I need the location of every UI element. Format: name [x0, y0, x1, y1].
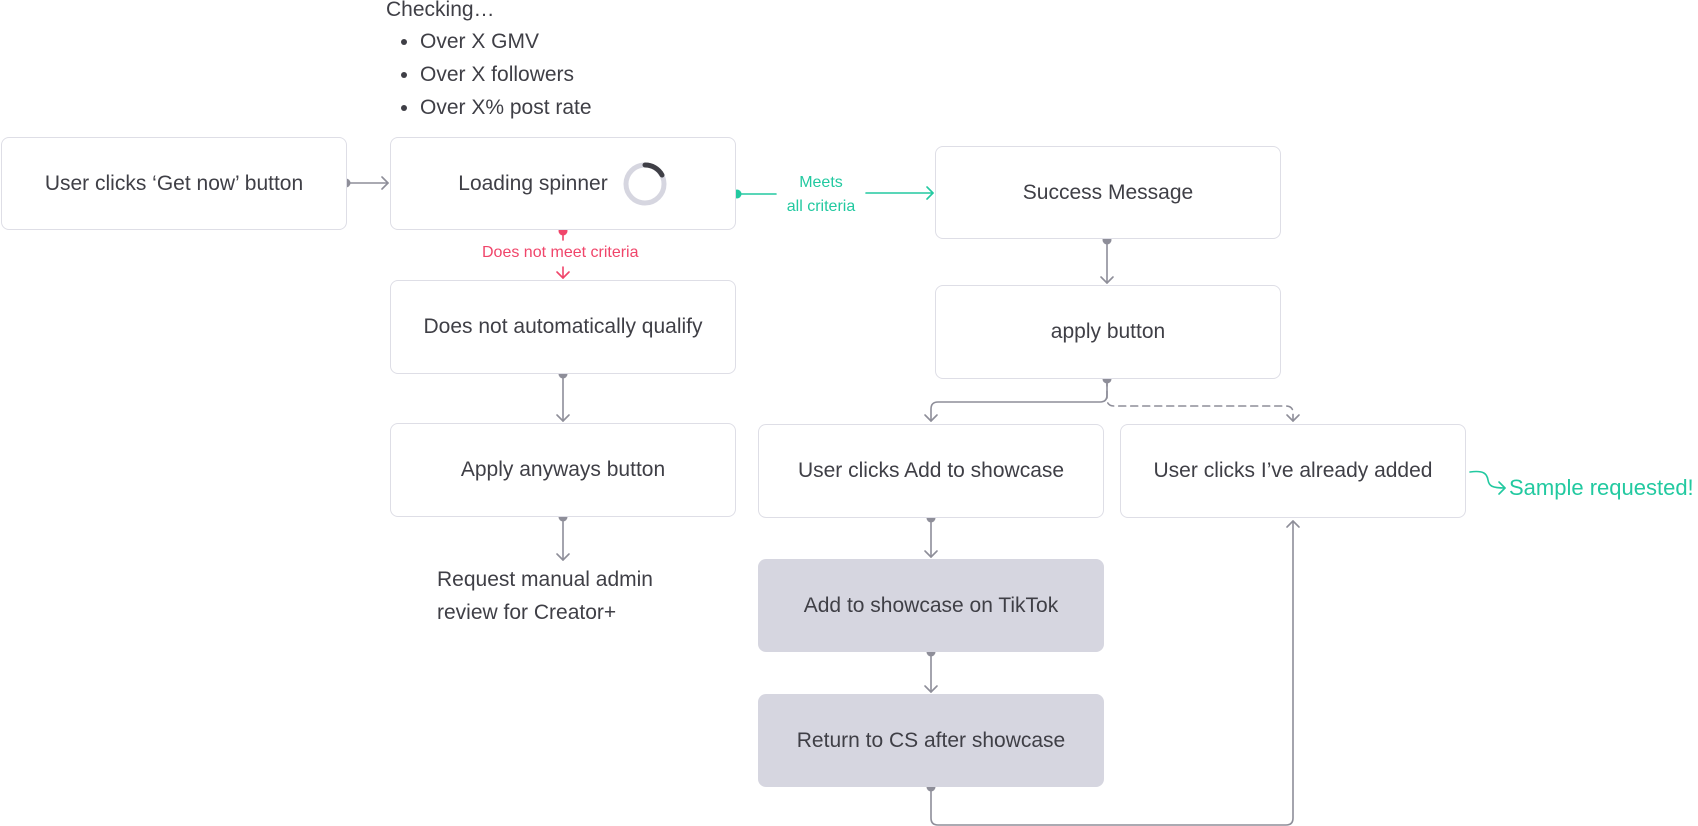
node-label: User clicks Add to showcase	[797, 459, 1065, 482]
node-success-message[interactable]: Success Message	[935, 146, 1281, 239]
checking-title: Checking…	[386, 0, 495, 21]
node-get-now[interactable]: User clicks ‘Get now’ button	[1, 137, 347, 230]
node-add-to-showcase[interactable]: User clicks Add to showcase	[758, 424, 1104, 518]
node-label: Loading spinner	[458, 171, 608, 195]
node-apply-button[interactable]: apply button	[935, 285, 1281, 379]
manual-review-note: Request manual admin review for Creator+	[437, 563, 653, 629]
node-apply-anyways[interactable]: Apply anyways button	[390, 423, 736, 517]
manual-review-line: Request manual admin	[437, 568, 653, 591]
connector-getnow-to-loading	[345, 176, 389, 190]
connector-add-showcase-to-tiktok	[924, 517, 938, 558]
node-add-showcase-tiktok[interactable]: Add to showcase on TikTok	[758, 559, 1104, 652]
connector-sample-requested	[1469, 470, 1506, 495]
node-label: Success Message	[1022, 180, 1194, 204]
connector-return-cs-to-already-added	[930, 520, 1300, 826]
edge-label-meets-line: all criteria	[786, 198, 856, 215]
edge-label-sample-requested: Sample requested!	[1509, 475, 1694, 500]
node-return-to-cs[interactable]: Return to CS after showcase	[758, 694, 1104, 787]
edge-label-meets: Meets all criteria	[778, 171, 864, 219]
node-label: Apply anyways button	[460, 458, 666, 481]
edge-label-fail: Does not meet criteria	[482, 244, 639, 261]
node-loading[interactable]: Loading spinner	[390, 137, 736, 230]
criteria-item: Over X% post rate	[420, 94, 592, 127]
node-label: Does not automatically qualify	[423, 315, 703, 338]
connector-meets	[736, 186, 934, 200]
connector-success-to-apply	[1100, 239, 1114, 284]
edge-label-meets-line: Meets	[799, 174, 843, 191]
node-label: Add to showcase on TikTok	[803, 593, 1059, 617]
criteria-item: Over X GMV	[420, 28, 592, 61]
connector-apply-to-add-showcase	[924, 378, 1108, 422]
node-label: User clicks I’ve already added	[1153, 459, 1433, 482]
checking-criteria-list: Over X GMV Over X followers Over X% post…	[386, 28, 592, 127]
node-label: apply button	[1050, 320, 1166, 343]
connector-notqualify-to-applyanyways	[556, 373, 570, 422]
connector-applyanyways-to-manual-review	[556, 516, 570, 561]
connector-tiktok-to-return-cs	[924, 651, 938, 693]
node-label: Return to CS after showcase	[796, 728, 1066, 752]
node-label: User clicks ‘Get now’ button	[44, 171, 304, 195]
connector-apply-to-already-added	[1106, 378, 1300, 422]
node-already-added[interactable]: User clicks I’ve already added	[1120, 424, 1466, 518]
manual-review-line: review for Creator+	[437, 601, 617, 624]
loading-spinner-icon	[623, 161, 667, 205]
node-not-qualify[interactable]: Does not automatically qualify	[390, 280, 736, 374]
criteria-item: Over X followers	[420, 61, 592, 94]
